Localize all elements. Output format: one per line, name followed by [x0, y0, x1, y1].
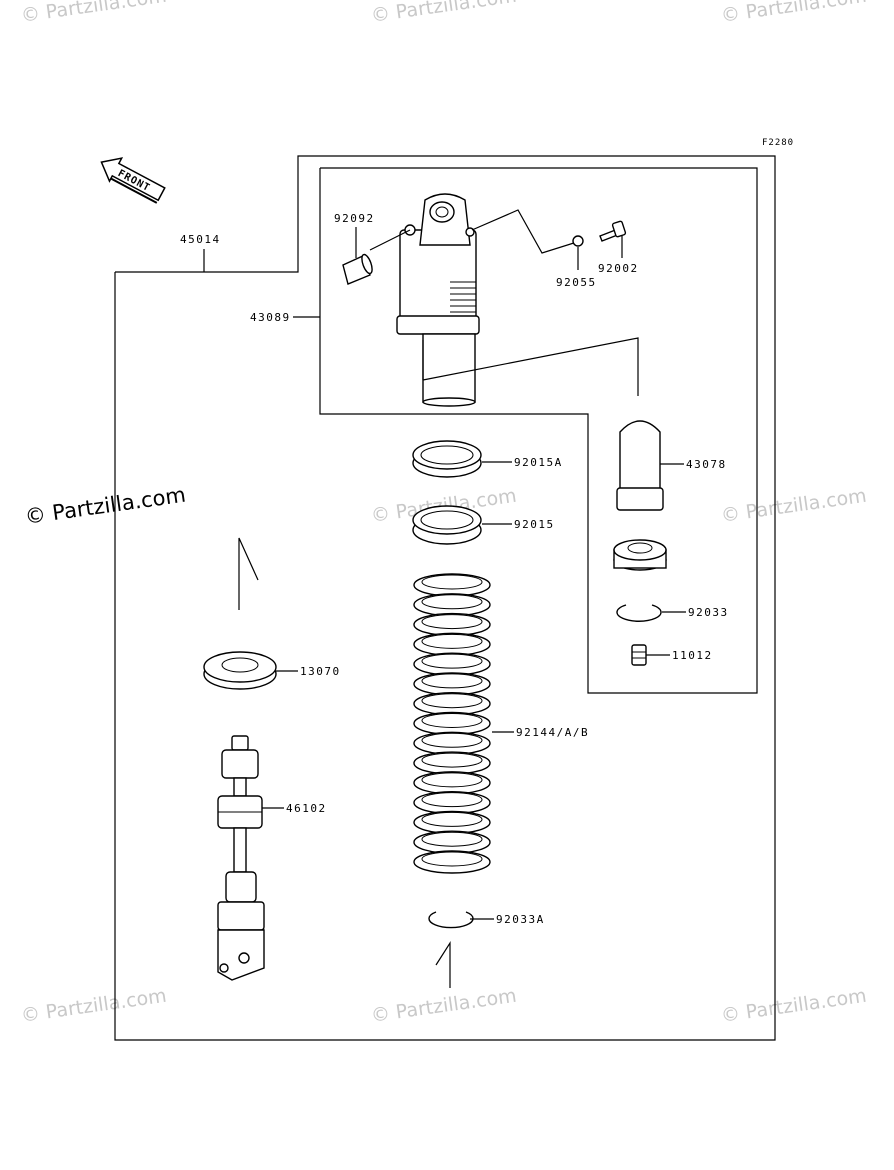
- spring-coil-inner: [421, 693, 483, 709]
- spring-coil-inner: [421, 752, 483, 768]
- spring-coil-inner: [421, 772, 483, 788]
- spring-coil-inner: [421, 594, 483, 610]
- part-label-11012: 11012: [672, 649, 713, 662]
- partzilla-watermark: © Partzilla.com: [23, 483, 187, 529]
- pointer-mark: [435, 940, 451, 988]
- figure-reference: F2280: [762, 138, 794, 148]
- spring-coil-inner: [421, 851, 483, 867]
- watermark: © Partzilla.com: [720, 985, 868, 1027]
- valve-11012: [631, 644, 647, 666]
- spring-coil-inner: [421, 792, 483, 808]
- part-label-92092: 92092: [334, 212, 375, 225]
- watermark: © Partzilla.com: [720, 0, 868, 27]
- spring-92144: [413, 573, 491, 874]
- reservoir-cap: [613, 539, 667, 571]
- reservoir-body: [396, 193, 480, 407]
- part-label-13070: 13070: [300, 665, 341, 678]
- spring-coil-inner: [421, 633, 483, 649]
- watermark: © Partzilla.com: [20, 0, 168, 27]
- part-label-43078: 43078: [686, 458, 727, 471]
- damper-rod-46102: [217, 735, 265, 981]
- front-arrow-icon: FRONT: [100, 157, 166, 204]
- washer-13070: [203, 651, 277, 690]
- o-ring-92055: [572, 235, 584, 247]
- part-label-92002: 92002: [598, 262, 639, 275]
- nut-92015: [412, 505, 482, 545]
- circlip-92033a: [428, 911, 474, 929]
- spring-coil-inner: [421, 653, 483, 669]
- part-label-45014: 45014: [180, 233, 221, 246]
- part-label-92055: 92055: [556, 276, 597, 289]
- pointer-mark: [238, 537, 259, 610]
- spring-coil-inner: [421, 574, 483, 590]
- spring-coil: [413, 850, 491, 874]
- watermark: © Partzilla.com: [20, 985, 168, 1027]
- spring-coil-inner: [421, 811, 483, 827]
- part-label-92144: 92144/A/B: [516, 726, 589, 739]
- watermark: © Partzilla.com: [370, 0, 518, 27]
- reservoir-border: [319, 167, 758, 694]
- watermark: © Partzilla.com: [370, 985, 518, 1027]
- assembly-border: [114, 155, 776, 1041]
- nut-92015a: [412, 440, 482, 478]
- watermark: © Partzilla.com: [720, 485, 868, 527]
- part-label-92015a: 92015A: [514, 456, 563, 469]
- part-label-92033a: 92033A: [496, 913, 545, 926]
- bladder-43078: [616, 420, 664, 511]
- spring-coil-inner: [421, 831, 483, 847]
- part-label-92033: 92033: [688, 606, 729, 619]
- spring-coil-inner: [421, 673, 483, 689]
- collar-92092: [342, 253, 373, 285]
- spring-coil-inner: [421, 614, 483, 630]
- bolt-92002: [599, 220, 627, 242]
- spring-coil-inner: [421, 713, 483, 728]
- circlip-92033: [616, 604, 662, 622]
- spring-coil-inner: [421, 732, 483, 748]
- part-label-92015: 92015: [514, 518, 555, 531]
- part-label-46102: 46102: [286, 802, 327, 815]
- part-label-43089: 43089: [250, 311, 291, 324]
